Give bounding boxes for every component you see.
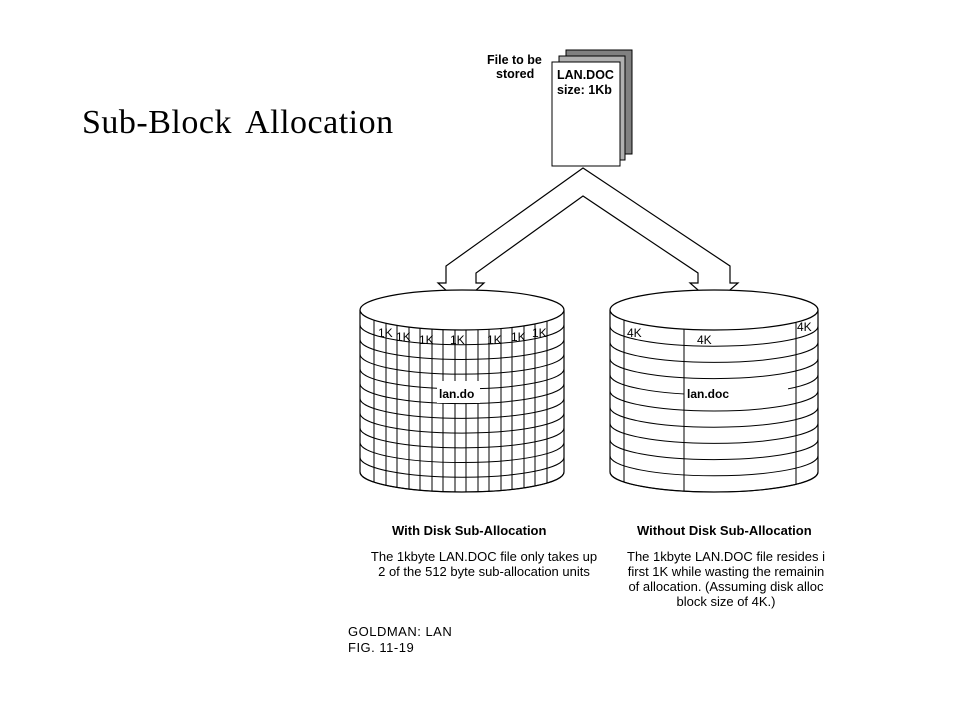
right-file-highlight <box>684 381 788 403</box>
disk-ring <box>609 455 819 477</box>
right-block-labels: 4K 4K 4K <box>627 320 812 347</box>
left-disk-rings <box>359 324 565 493</box>
page-title: Sub-Block Allocation <box>82 104 394 141</box>
disk-ring <box>609 390 819 412</box>
left-disk-description: The 1kbyte LAN.DOC file only takes up 2 … <box>362 549 606 579</box>
disk-ring <box>609 439 819 461</box>
file-size-label: size: 1Kb <box>557 83 612 97</box>
left-description-line: 2 of the 512 byte sub-allocation units <box>378 564 590 579</box>
right-block-label: 4K <box>797 320 812 334</box>
right-description-line: of allocation. (Assuming disk alloc <box>628 579 824 594</box>
disk-ring <box>359 457 565 478</box>
credit-line2: FIG. 11-19 <box>348 640 415 655</box>
left-description-line: The 1kbyte LAN.DOC file only takes up <box>370 549 598 564</box>
right-block-label: 4K <box>627 326 642 340</box>
disk-ring <box>359 427 565 449</box>
left-file-label: lan.do <box>439 387 474 401</box>
left-block-labels: 1K 1K 1K 1K 1K 1K 1K <box>378 326 547 347</box>
right-file-label: lan.doc <box>687 387 729 401</box>
file-caption-line2: stored <box>496 67 534 81</box>
right-disk-rings <box>609 326 819 493</box>
disk-ring <box>359 398 565 419</box>
right-description-line: The 1kbyte LAN.DOC file resides i <box>627 549 825 564</box>
left-disk-heading: With Disk Sub-Allocation <box>392 523 547 538</box>
left-block-label: 1K <box>511 330 526 344</box>
disk-ring <box>359 413 565 434</box>
file-front-sheet <box>551 61 621 167</box>
left-disk-sectors <box>373 320 548 492</box>
disk-ring <box>609 342 819 363</box>
disk-ring <box>609 407 819 428</box>
left-block-label: 1K <box>532 326 547 340</box>
right-disk-top <box>609 289 819 331</box>
right-block-label: 4K <box>697 333 712 347</box>
left-block-label: 1K <box>378 326 393 340</box>
right-disk-description: The 1kbyte LAN.DOC file resides i first … <box>610 549 842 609</box>
disk-ring <box>609 358 819 380</box>
left-file-highlight <box>437 381 480 403</box>
figure-credit: GOLDMAN: LAN FIG. 11-19 <box>348 624 452 656</box>
file-name-label: LAN.DOC <box>557 68 614 82</box>
left-block-label: 1K <box>450 333 465 347</box>
left-block-label: 1K <box>487 333 502 347</box>
credit-line1: GOLDMAN: LAN <box>348 624 453 639</box>
disk-ring <box>359 324 565 346</box>
left-block-label: 1K <box>396 330 411 344</box>
disk-ring <box>359 383 565 405</box>
left-block-label: 1K <box>419 333 434 347</box>
right-disk-heading: Without Disk Sub-Allocation <box>637 523 812 538</box>
disk-ring <box>359 339 565 360</box>
disk-ring <box>359 442 565 464</box>
file-caption-line1: File to be <box>487 53 542 67</box>
file-stack: File to be stored LAN.DOC size: 1Kb <box>487 49 633 167</box>
split-arrow <box>436 167 740 305</box>
right-description-line: block size of 4K.) <box>676 594 776 609</box>
disk-ring <box>609 471 819 493</box>
left-disk: lan.do 1K 1K 1K 1K 1K 1K 1K <box>359 289 565 493</box>
disk-ring <box>359 354 565 375</box>
right-description-line: first 1K while wasting the remainin <box>627 564 825 579</box>
disk-ring <box>359 471 565 493</box>
left-disk-top <box>359 289 565 331</box>
disk-ring <box>609 326 819 347</box>
right-disk-sectors <box>623 320 797 492</box>
disk-ring <box>609 423 819 444</box>
right-disk: lan.doc 4K 4K 4K <box>609 289 819 493</box>
